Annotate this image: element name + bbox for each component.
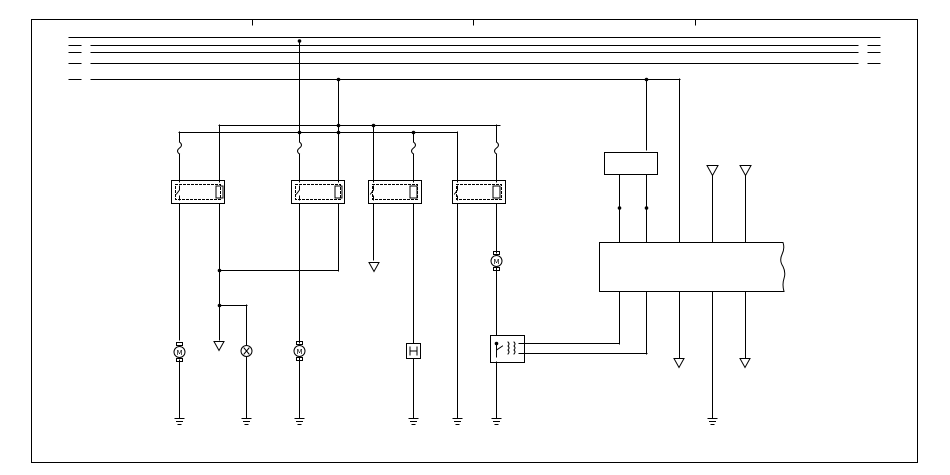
motor-3: [490, 251, 503, 271]
signal-ground-triangles: [213, 262, 751, 369]
reference-triangles: [706, 165, 752, 177]
supply-buses: [68, 37, 881, 80]
motor-1-label: M: [176, 349, 182, 357]
relay-3: [368, 180, 422, 204]
motor-3-label: M: [493, 258, 499, 266]
junction-dots: [217, 39, 649, 346]
lamp-symbol: [240, 345, 253, 357]
ground-symbols: [174, 418, 718, 425]
fuse-symbols: [177, 141, 499, 183]
diagram-lines: [31, 19, 918, 463]
relay-1: [171, 180, 225, 204]
sensor-component: [490, 335, 525, 363]
relay-2: [291, 180, 345, 204]
motor-2-label: M: [296, 348, 302, 356]
connector-block: [604, 152, 658, 175]
motor-1: [173, 342, 186, 362]
relay-4: [452, 180, 506, 204]
motor-2: [293, 341, 306, 361]
diagram-frame: [31, 19, 918, 463]
switch-component: [406, 343, 421, 359]
control-module: [599, 152, 786, 292]
